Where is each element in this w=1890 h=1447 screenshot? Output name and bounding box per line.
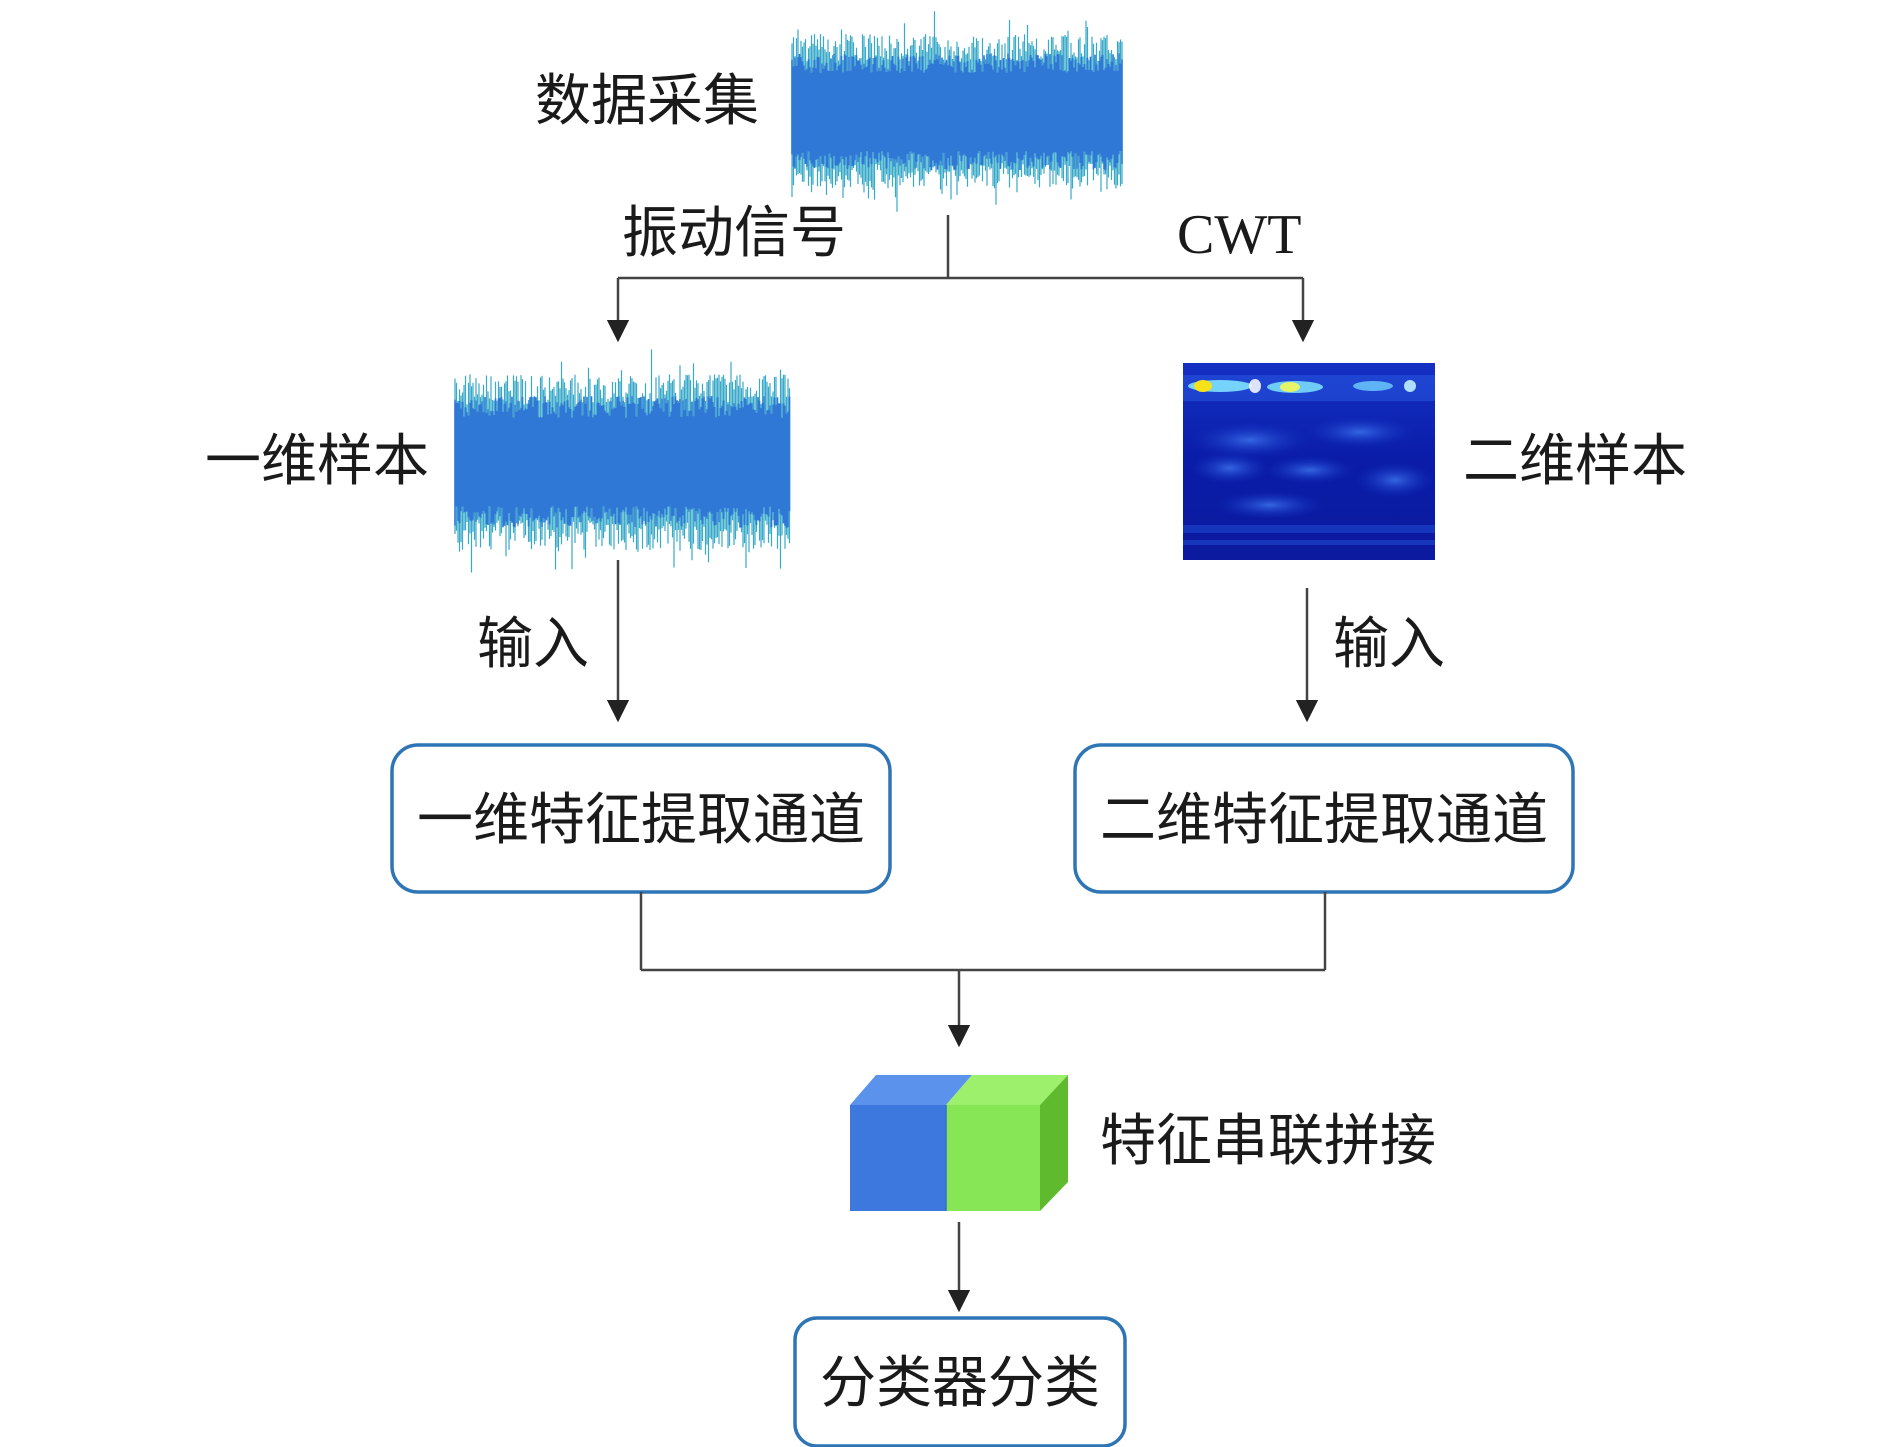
classifier-box bbox=[793, 1316, 1127, 1447]
sample-1d-waveform-icon bbox=[454, 349, 791, 573]
channel-1d-label: 一维特征提取通道 bbox=[417, 788, 865, 853]
waveform-core bbox=[454, 396, 791, 528]
cwt-label: CWT bbox=[1177, 204, 1301, 266]
channel-2d-label: 二维特征提取通道 bbox=[1100, 788, 1548, 853]
data-acquisition-label: 数据采集 bbox=[535, 69, 759, 134]
sample-1d-label: 一维样本 bbox=[205, 429, 429, 494]
feature-concat-cube-icon bbox=[850, 1075, 1068, 1211]
vibration-signal-label: 振动信号 bbox=[622, 201, 846, 266]
sample-2d-label: 二维样本 bbox=[1463, 429, 1687, 494]
waveform-core bbox=[791, 53, 1123, 171]
input-right-label: 输入 bbox=[1333, 612, 1445, 677]
feature-concat-label: 特征串联拼接 bbox=[1100, 1109, 1436, 1174]
raw-vibration-waveform-icon bbox=[791, 11, 1123, 212]
classifier-label: 分类器分类 bbox=[820, 1351, 1100, 1416]
sample-2d-scalogram-icon bbox=[1183, 363, 1435, 560]
input-left-label: 输入 bbox=[477, 612, 589, 677]
